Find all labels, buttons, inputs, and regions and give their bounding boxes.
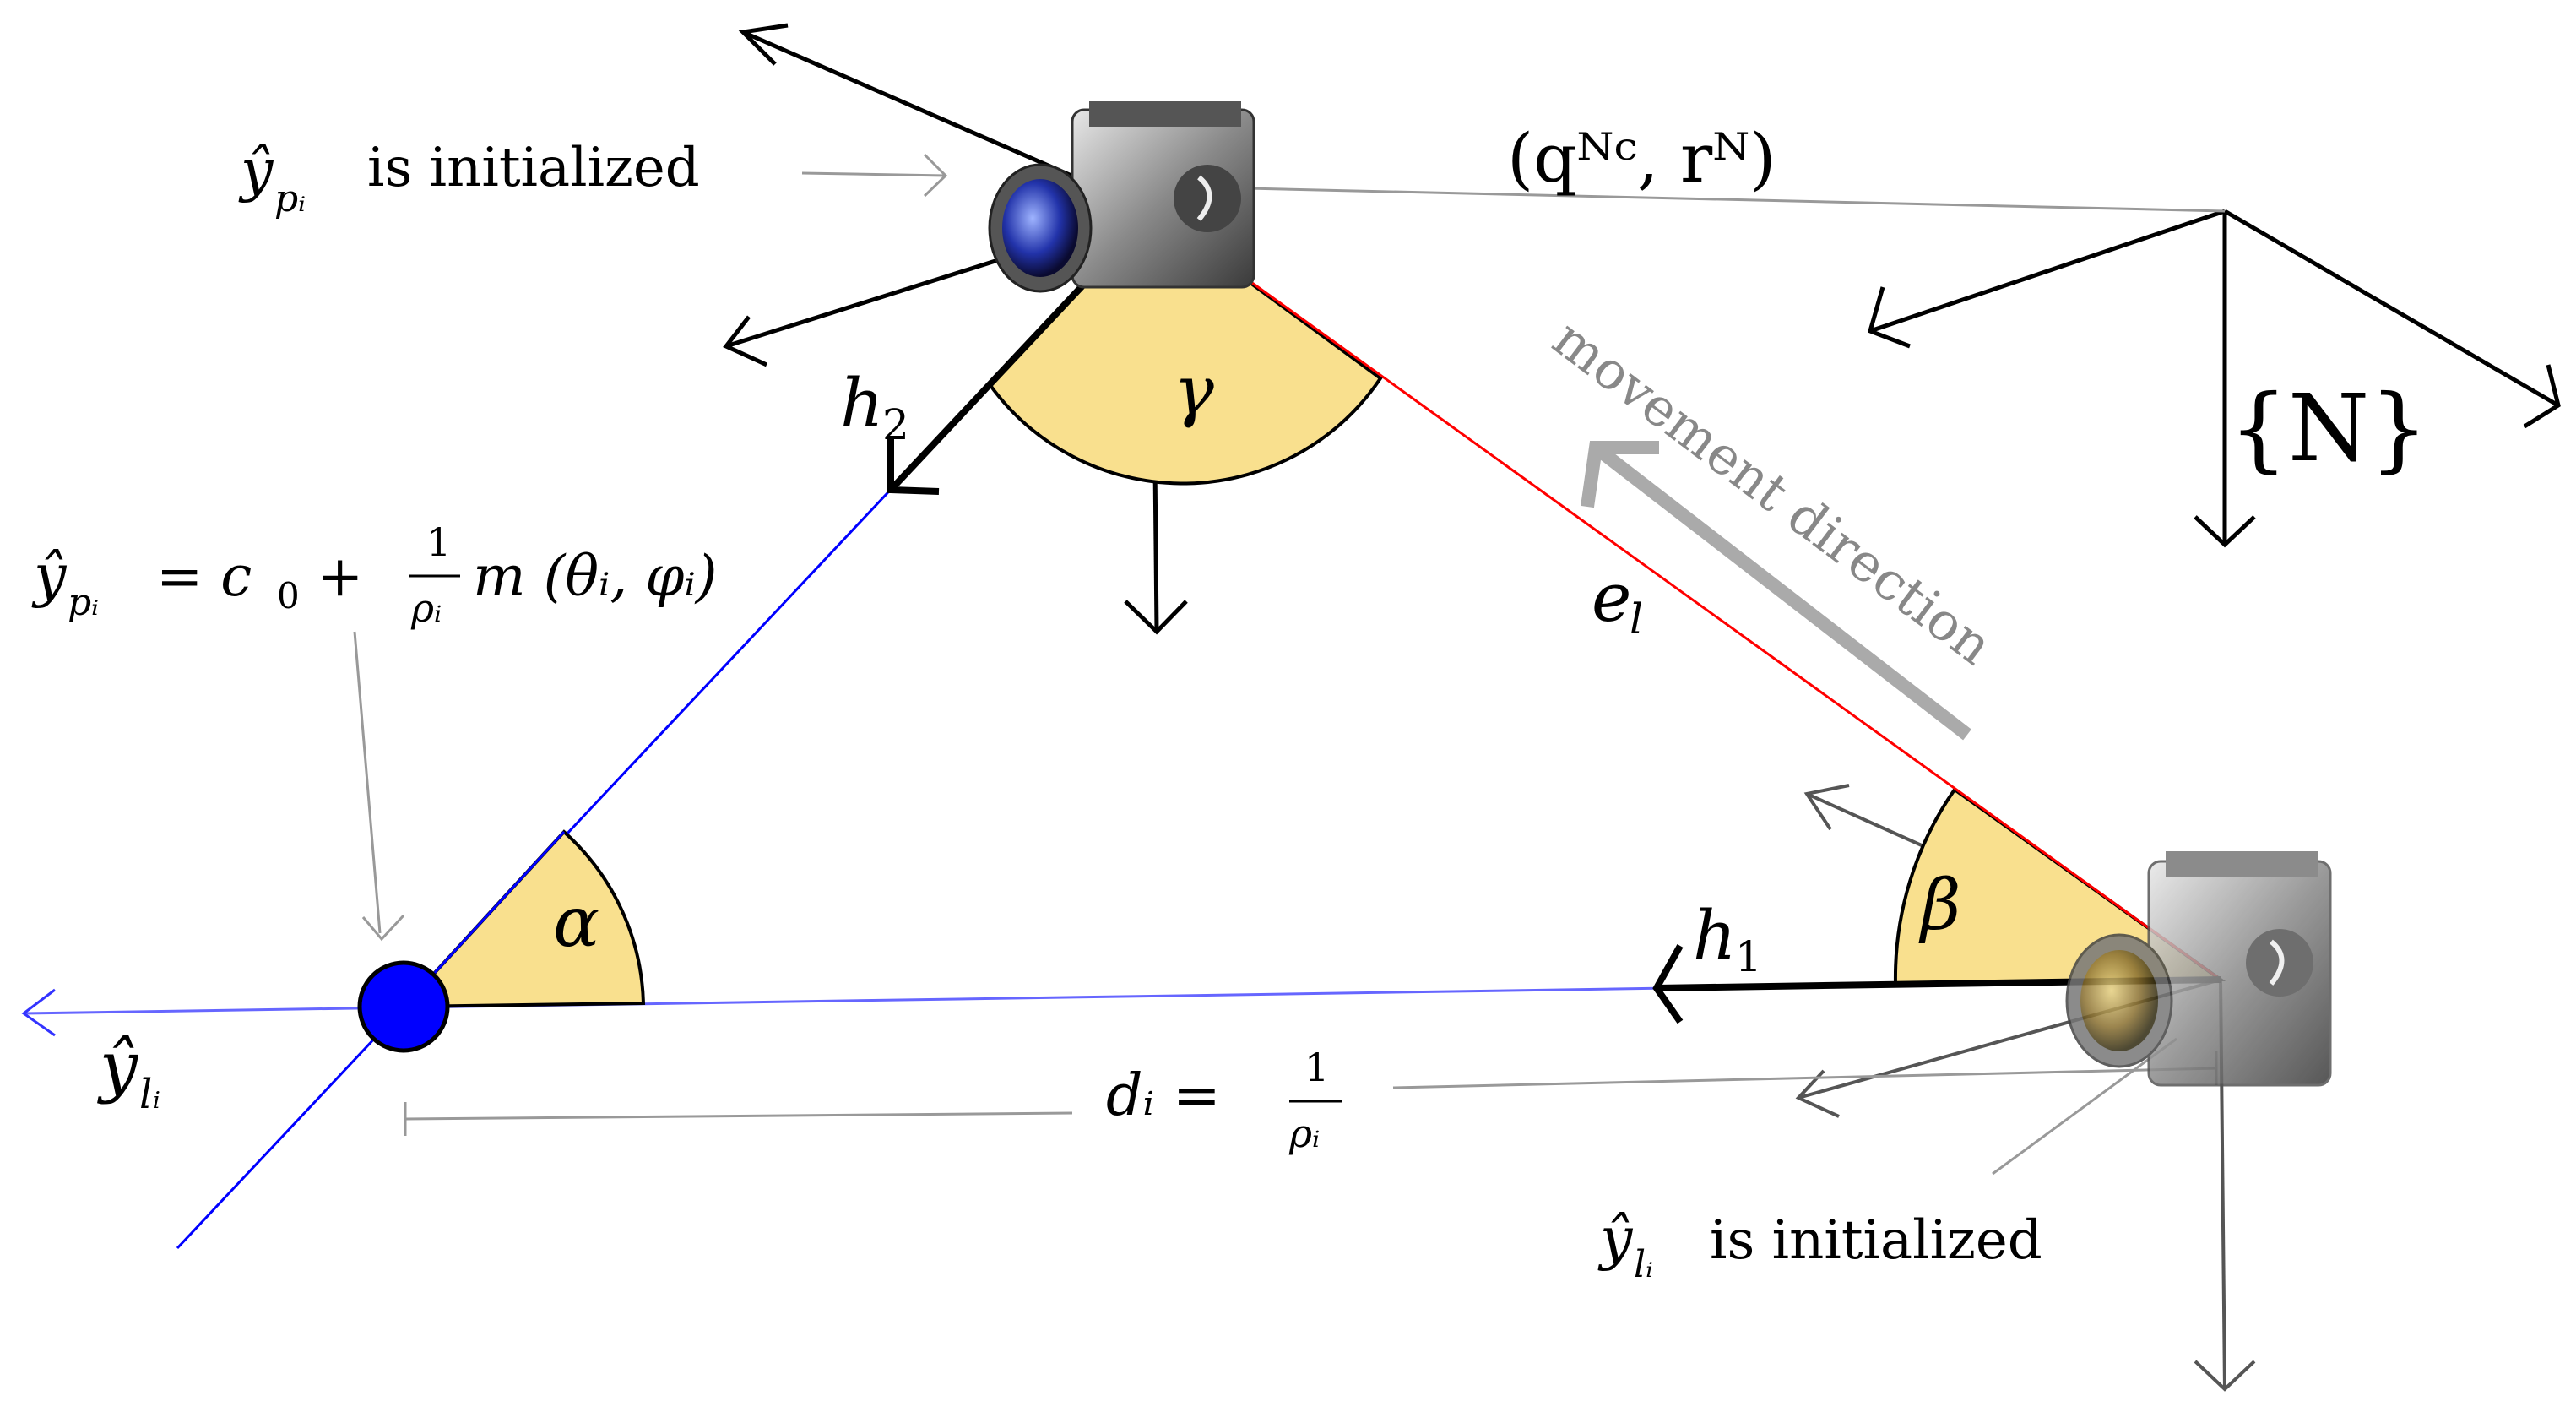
svg-text:h: h [840, 364, 884, 443]
svg-text:2: 2 [882, 400, 909, 449]
svg-text:pᵢ: pᵢ [68, 581, 99, 624]
svg-text:e: e [1592, 558, 1631, 637]
distance-label: dᵢ = 1 ρᵢ [1106, 1045, 1342, 1156]
label-yl-initialized: ŷ lᵢ is initialized [1597, 1206, 2042, 1286]
svg-text:1: 1 [1735, 932, 1762, 981]
angle-alpha-wedge [399, 829, 646, 1009]
angle-alpha-label: α [553, 882, 599, 963]
yl-label: ŷ lᵢ [97, 1027, 160, 1118]
formula-label: ŷ pᵢ = c 0 + 1 ρᵢ m (θᵢ, φᵢ) [31, 519, 718, 631]
camera-icon[interactable] [2065, 851, 2332, 1087]
svg-text:lᵢ: lᵢ [1634, 1243, 1653, 1286]
yp-subscript: pᵢ [274, 177, 306, 220]
svg-text:ŷ: ŷ [31, 543, 68, 610]
svg-text:l: l [1630, 595, 1643, 644]
svg-text:1: 1 [1304, 1045, 1329, 1090]
svg-text:0: 0 [277, 575, 300, 616]
pose-label: (qᴺᶜ, rᴺ) [1507, 119, 1776, 198]
ray-arrowhead-left [21, 988, 56, 1037]
leader-lines [353, 153, 2218, 1176]
svg-text:ŷ: ŷ [1597, 1206, 1634, 1273]
world-frame [1867, 209, 2561, 548]
svg-text:+: + [317, 544, 363, 609]
h2-label: h 2 [840, 364, 909, 449]
pose-connector [1211, 186, 2226, 213]
svg-text:1: 1 [426, 519, 451, 565]
yp-symbol: ŷ [238, 138, 274, 204]
svg-text:ρᵢ: ρᵢ [410, 585, 442, 631]
svg-text:ρᵢ: ρᵢ [1288, 1111, 1320, 1156]
movement-arrow [1581, 441, 1971, 741]
yp-initialized-text: is initialized [367, 137, 700, 199]
el-label: e l [1592, 558, 1643, 644]
label-yp-initialized: ŷ pᵢ is initialized [238, 137, 700, 220]
svg-text:h: h [1693, 896, 1737, 975]
angle-beta-wedge [1893, 787, 2226, 986]
camera-icon[interactable] [988, 101, 1255, 293]
svg-text:dᵢ =: dᵢ = [1106, 1062, 1221, 1129]
baseline-el [1152, 209, 2221, 981]
h1-label: h 1 [1693, 896, 1762, 981]
svg-text:is initialized: is initialized [1710, 1209, 2042, 1272]
angle-gamma-label: γ [1174, 351, 1214, 430]
svg-text:m (θᵢ, φᵢ): m (θᵢ, φᵢ) [473, 544, 718, 609]
svg-text:= c: = c [156, 544, 252, 609]
world-frame-label: {N} [2229, 374, 2428, 482]
angle-beta-label: β [1918, 866, 1960, 946]
landmark-point[interactable] [357, 960, 450, 1053]
svg-text:lᵢ: lᵢ [139, 1071, 160, 1118]
svg-text:ŷ: ŷ [97, 1027, 139, 1105]
angle-gamma-wedge [987, 209, 1383, 486]
